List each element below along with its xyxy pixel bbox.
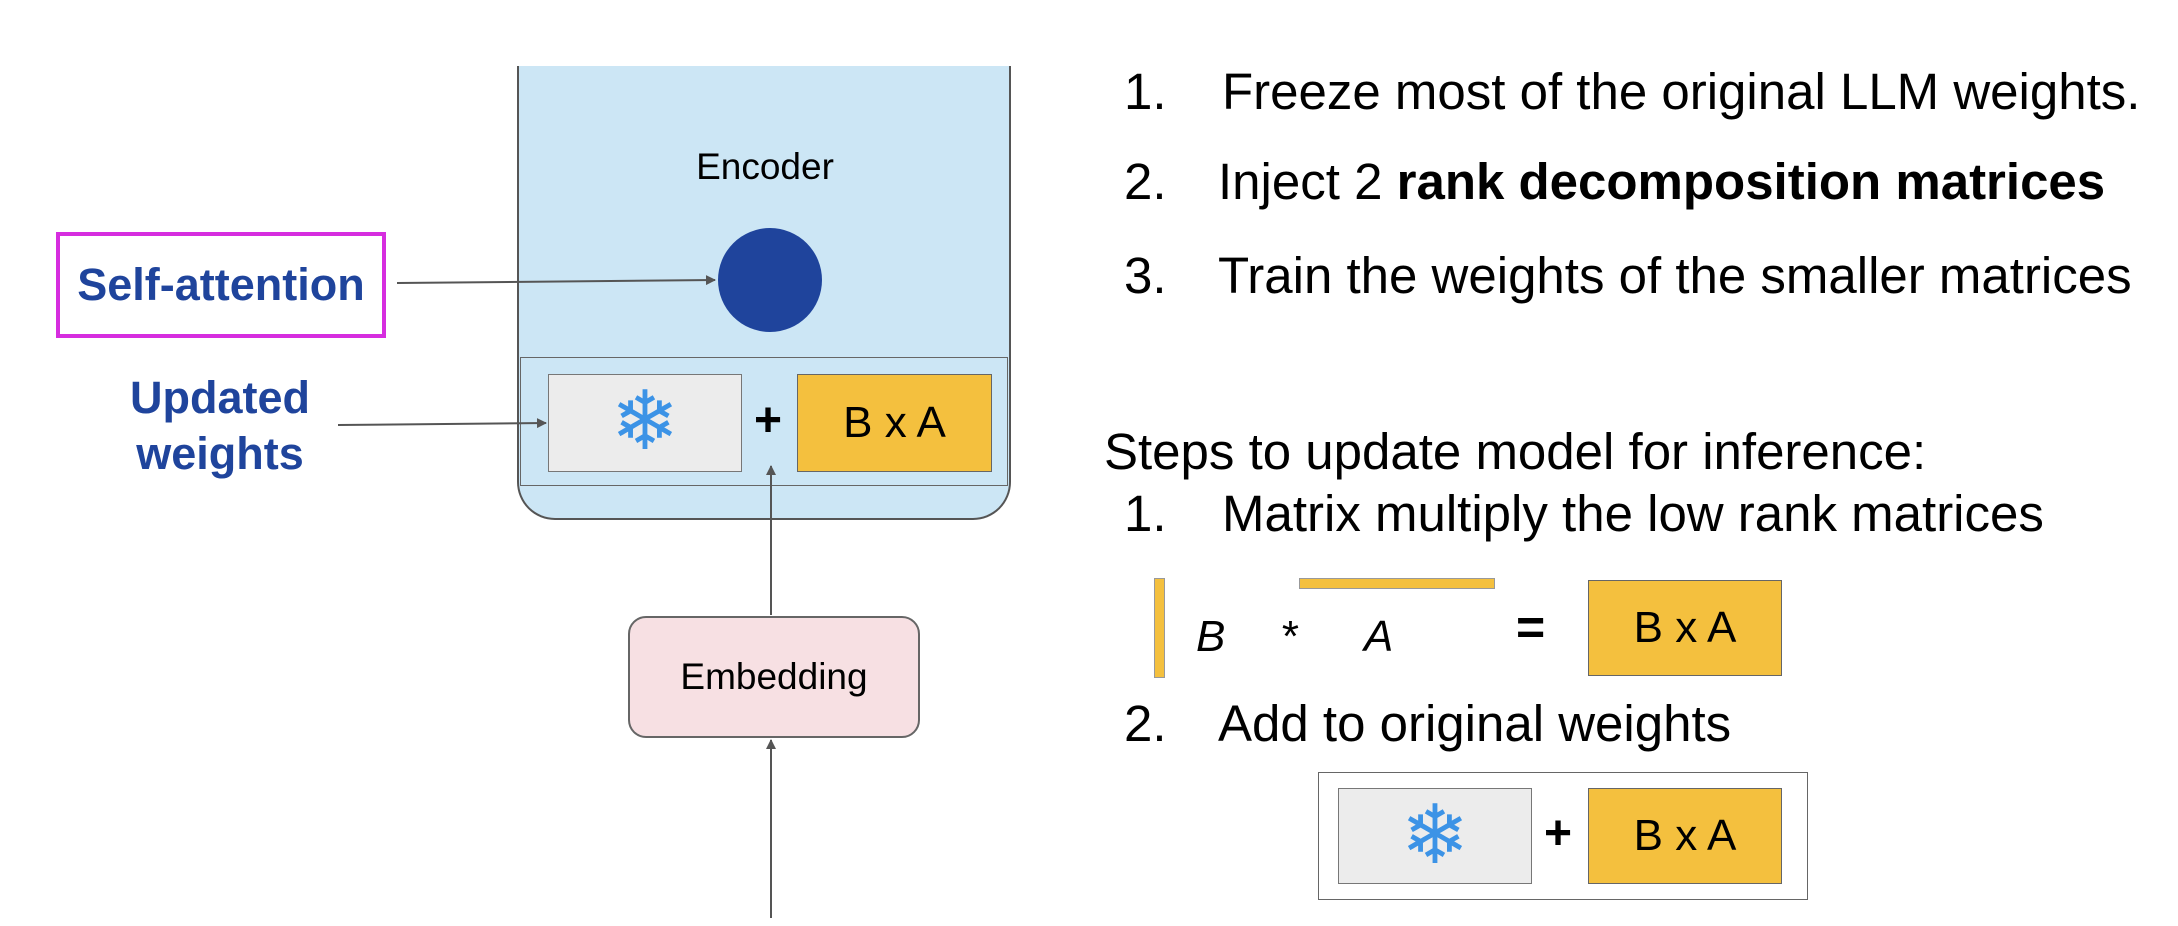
inference-step-1-text: Matrix multiply the low rank matrices bbox=[1222, 485, 2044, 542]
snowflake-icon: ❄ bbox=[1400, 790, 1470, 881]
updated-weights-row bbox=[520, 357, 1008, 486]
step-2-prefix: Inject 2 bbox=[1218, 153, 1397, 210]
inference-heading: Steps to update model for inference: bbox=[1104, 423, 1927, 480]
updated-weights-arrow bbox=[337, 418, 547, 429]
self-attention-node bbox=[718, 228, 822, 332]
inference-step-1-number: 1. bbox=[1124, 485, 1167, 542]
equation-result-box: B x A bbox=[1588, 580, 1782, 676]
matrix-b-label: B bbox=[1196, 612, 1226, 661]
matrix-a-label: A bbox=[1364, 612, 1394, 661]
step-3-text: Train the weights of the smaller matrice… bbox=[1218, 247, 2132, 304]
plus-sign: + bbox=[753, 394, 783, 447]
step-1-text: Freeze most of the original LLM weights. bbox=[1222, 63, 2141, 120]
step-2-number: 2. bbox=[1124, 153, 1167, 210]
step-2-text: Inject 2 rank decomposition matrices bbox=[1218, 152, 2105, 211]
encoder-label: Encoder bbox=[696, 146, 834, 187]
frozen-weights-box: ❄ bbox=[548, 374, 742, 472]
updated-weights-label: Updated weights bbox=[130, 372, 310, 479]
equals-sign: = bbox=[1516, 599, 1546, 655]
step-1-number: 1. bbox=[1124, 63, 1167, 120]
self-attention-label: Self-attention bbox=[77, 259, 365, 310]
plus-sign-2: + bbox=[1543, 807, 1573, 860]
inference-step-2-text: Add to original weights bbox=[1218, 695, 1732, 752]
self-attention-callout: Self-attention bbox=[56, 232, 386, 338]
frozen-weights-box-2: ❄ bbox=[1338, 788, 1532, 884]
ba-product-box-2: B x A bbox=[1588, 788, 1782, 884]
ba-product-box: B x A bbox=[797, 374, 992, 472]
multiply-sign: * bbox=[1280, 612, 1298, 661]
embedding-block: Embedding bbox=[628, 616, 920, 738]
snowflake-icon: ❄ bbox=[610, 376, 680, 467]
step-3-number: 3. bbox=[1124, 247, 1167, 304]
matrix-a-bar bbox=[1299, 578, 1495, 589]
matrix-b-bar bbox=[1154, 578, 1165, 678]
inference-step-2-number: 2. bbox=[1124, 695, 1167, 752]
add-weights-frame bbox=[1318, 772, 1808, 900]
step-2-bold-text: rank decomposition matrices bbox=[1396, 153, 2106, 210]
